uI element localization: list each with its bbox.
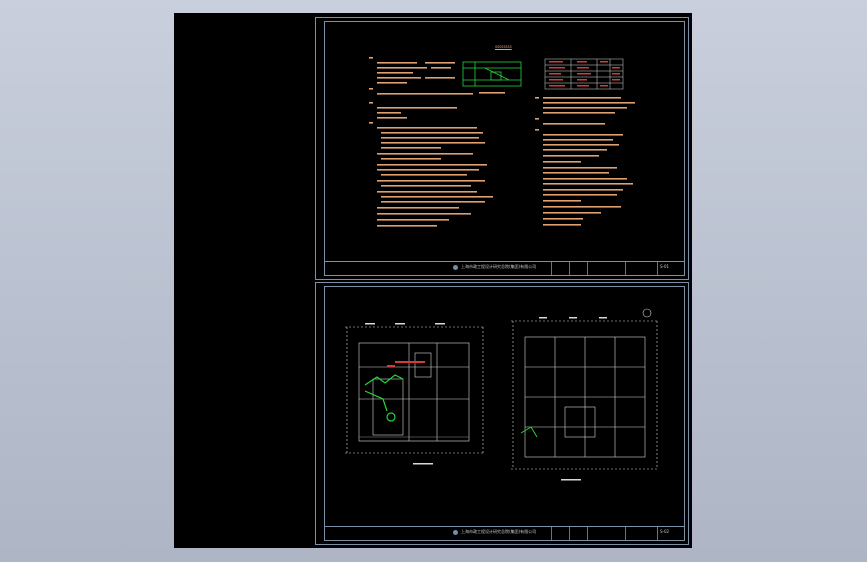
right-plan-green bbox=[520, 426, 538, 438]
left-plan-hatch bbox=[359, 436, 469, 442]
green-annotation bbox=[364, 374, 404, 422]
plans-drawing bbox=[345, 308, 659, 481]
company-logo-icon bbox=[453, 265, 458, 270]
data-table bbox=[544, 58, 624, 90]
title-block-drawing-no: S-01 bbox=[660, 264, 670, 269]
detail-caption bbox=[479, 92, 505, 94]
drawing-canvas[interactable]: ssssssss bbox=[174, 13, 692, 548]
red-annotation bbox=[387, 361, 425, 367]
title-block-drawing-no: S-02 bbox=[660, 529, 670, 534]
sheet-plan-views[interactable]: 上海市政工程设计研究总院(集团)有限公司 S-02 bbox=[315, 282, 689, 545]
title-block-company: 上海市政工程设计研究总院(集团)有限公司 bbox=[461, 529, 537, 534]
company-logo-icon bbox=[453, 530, 458, 535]
sheet-design-notes[interactable]: ssssssss bbox=[315, 17, 689, 280]
title-block: 上海市政工程设计研究总院(集团)有限公司 S-02 bbox=[325, 526, 684, 540]
right-floor-plan bbox=[511, 308, 659, 470]
table-cells bbox=[549, 61, 620, 87]
sheet-inner-frame: 上海市政工程设计研究总院(集团)有限公司 S-02 bbox=[324, 286, 685, 541]
sheet-inner-frame: ssssssss bbox=[324, 21, 685, 276]
left-floor-plan bbox=[345, 326, 485, 454]
dimension-ticks-right bbox=[539, 317, 607, 481]
sheet-heading: ssssssss bbox=[495, 44, 512, 49]
notes-left-column bbox=[369, 57, 493, 227]
dimension-ticks-left bbox=[365, 323, 445, 465]
title-block: 上海市政工程设计研究总院(集团)有限公司 S-01 bbox=[325, 261, 684, 275]
notes-drawing bbox=[369, 57, 635, 227]
green-detail-sketch bbox=[462, 61, 522, 87]
title-block-company: 上海市政工程设计研究总院(集团)有限公司 bbox=[461, 264, 537, 269]
notes-right-column bbox=[535, 97, 635, 226]
